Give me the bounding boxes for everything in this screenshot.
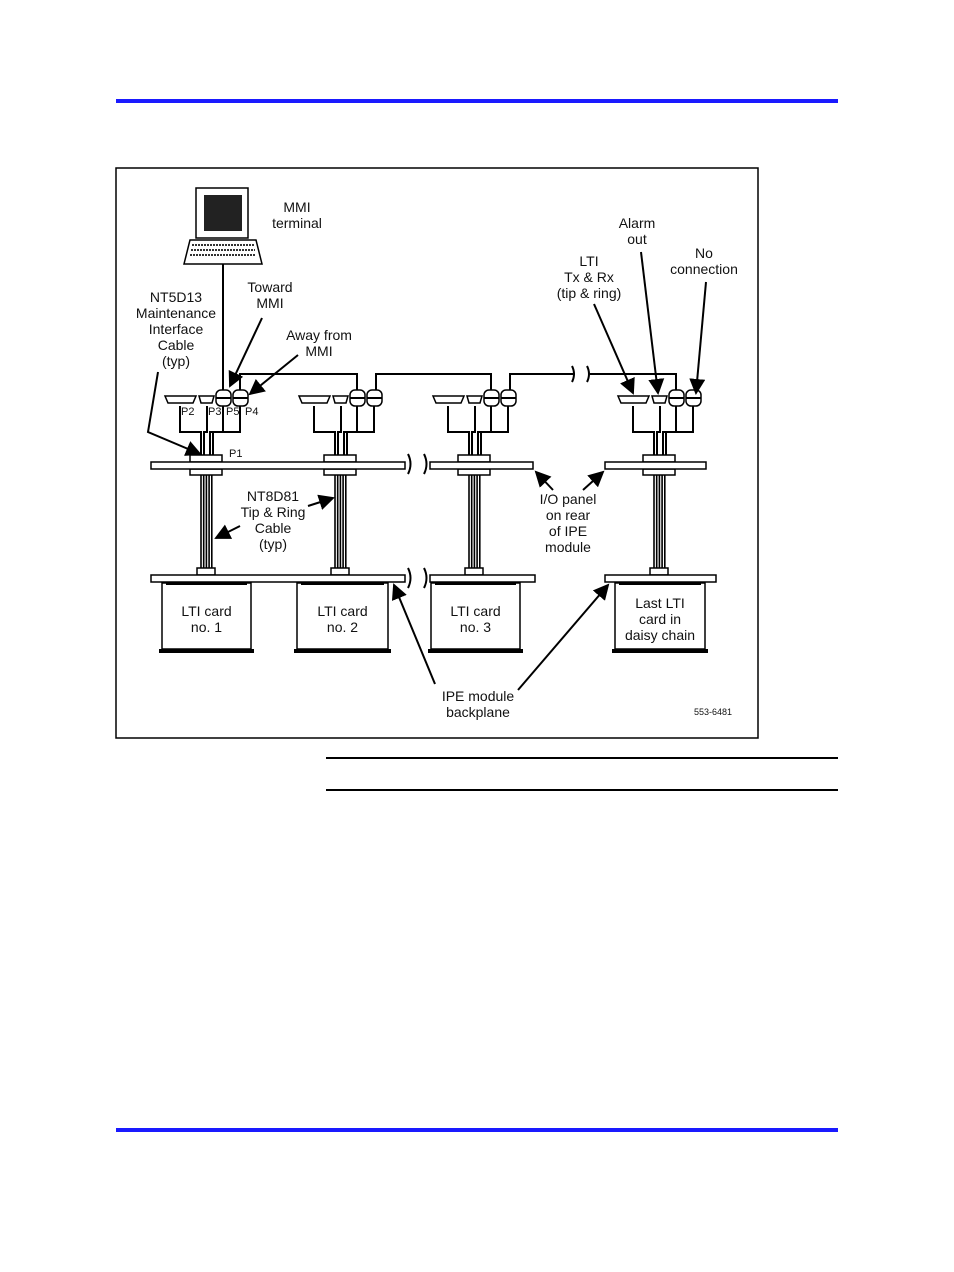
card-label: no. 1 [191,619,222,635]
connector-group [297,389,383,576]
caption-rule-top [326,757,838,759]
label-p2: P2 [181,406,194,418]
io-panel [150,453,707,475]
footer-rule [116,1128,838,1132]
caption-rule-bottom [326,789,838,791]
mmi-terminal-icon [183,187,263,265]
card-label: LTI card [317,603,367,619]
label-p5: P5 [226,406,239,418]
label-p1: P1 [229,448,242,460]
connector-group [431,389,517,576]
connector-group [163,389,249,576]
card-label: card in [639,611,681,627]
card-label: Last LTI [635,595,685,611]
figure-id: 553-6481 [694,707,732,717]
label-p3: P3 [208,406,221,418]
card-label: daisy chain [625,627,695,643]
card-label: no. 3 [460,619,491,635]
header-rule [116,99,838,103]
connector-group [616,389,702,576]
card-label: no. 2 [327,619,358,635]
label-p4: P4 [245,406,258,418]
card-label: LTI card [450,603,500,619]
card-label: LTI card [181,603,231,619]
